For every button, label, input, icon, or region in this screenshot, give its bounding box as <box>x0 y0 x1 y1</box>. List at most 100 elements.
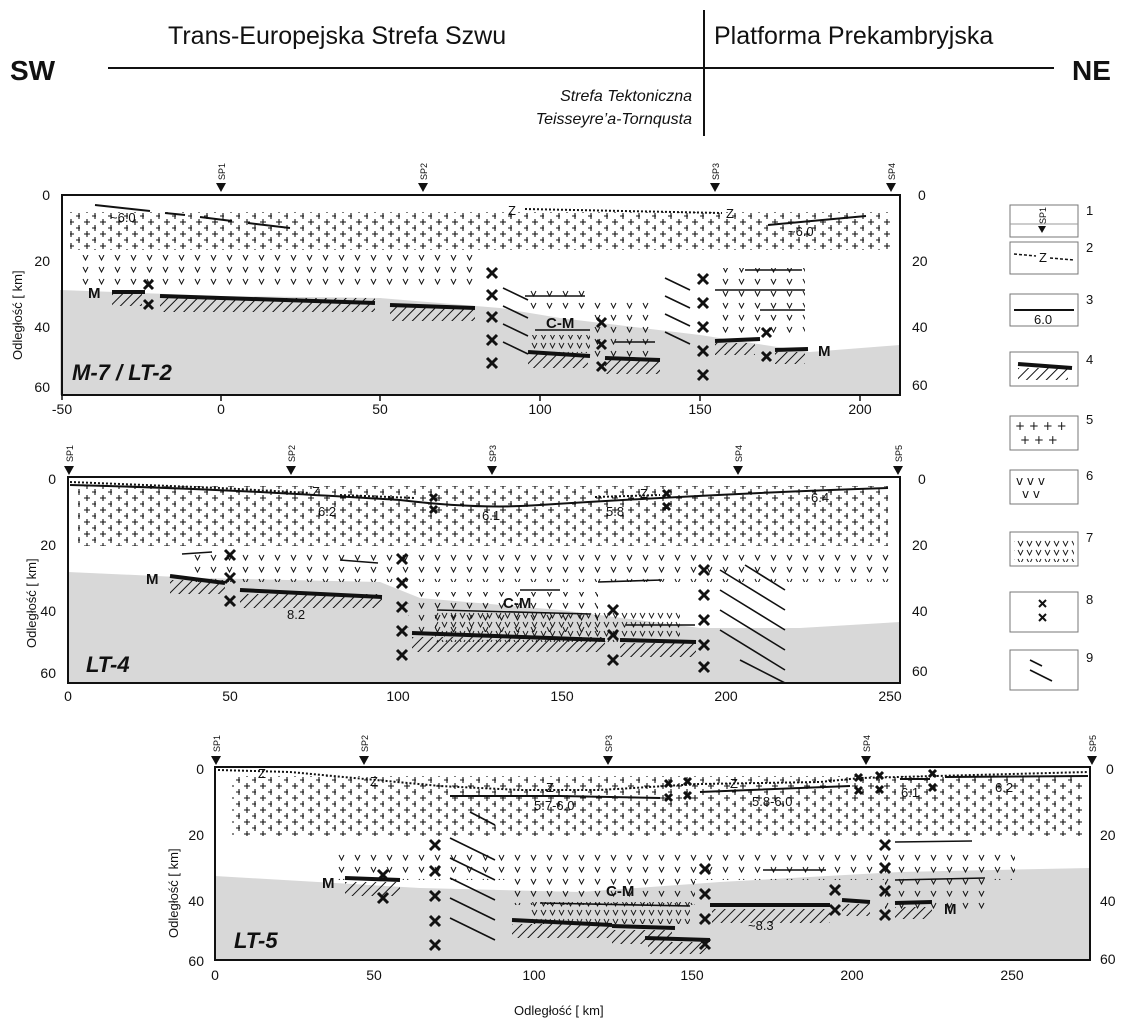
y-tick: 40 <box>188 893 204 909</box>
shot-points: SP1 SP2 SP3 SP4 SP5 <box>64 445 904 475</box>
svg-text:v v v: v v v <box>1016 474 1045 488</box>
x-tick: 200 <box>714 688 738 704</box>
y-tick: 20 <box>912 537 928 553</box>
x-markers <box>142 266 773 382</box>
upper-crust-pattern <box>70 212 890 250</box>
velocity-label: ~8.3 <box>748 918 774 933</box>
z-label: Z <box>726 206 734 221</box>
y-axis-label: Odległość [ km] <box>10 270 25 360</box>
legend-item-3: 6.0 3 <box>1009 292 1093 327</box>
z-reflector <box>69 481 416 499</box>
sp-label: SP4 <box>734 445 744 462</box>
moho-segments <box>169 574 697 657</box>
y-tick: 0 <box>918 471 926 487</box>
x-tick: 50 <box>372 401 388 417</box>
c-m-zone-pattern <box>530 902 690 924</box>
velocity-label: 6.4 <box>811 490 829 505</box>
y-axis-ticks: 0 20 40 60 0 20 40 60 <box>34 187 927 395</box>
sp-label: SP4 <box>887 163 897 180</box>
y-tick: 20 <box>1100 827 1116 843</box>
z-label: Z <box>258 766 266 781</box>
profile-lt4: SP1 SP2 SP3 SP4 SP5 0 50 100 150 200 250… <box>24 445 928 704</box>
y-tick: 40 <box>912 319 928 335</box>
tectonic-zone-line1: Strefa Tektoniczna <box>560 88 692 105</box>
x-tick: 200 <box>848 401 872 417</box>
legend-symbol: 6.0 <box>1034 312 1052 327</box>
moho-segments <box>344 876 933 954</box>
sp-label: SP5 <box>894 445 904 462</box>
x-tick: 150 <box>550 688 574 704</box>
moho-segments <box>112 290 809 374</box>
fault-lines <box>449 811 496 941</box>
frame <box>67 476 901 684</box>
x-tick: -50 <box>52 401 72 417</box>
legend-number: 9 <box>1086 650 1093 665</box>
x-tick: 100 <box>386 688 410 704</box>
legend-item-8: 8 <box>1009 591 1093 633</box>
velocity-label: 6.1 <box>482 508 500 523</box>
upper-crust-pattern <box>232 776 1082 836</box>
x-axis-ticks: -50 0 50 100 150 200 <box>52 401 872 417</box>
legend-number: 4 <box>1086 352 1093 367</box>
x-tick: 100 <box>522 967 546 983</box>
sw-label: SW <box>10 55 56 86</box>
fault-lines <box>502 277 691 355</box>
velocity-label: 6.2 <box>995 780 1013 795</box>
sp-label: SP1 <box>212 735 222 752</box>
sp-label: SP2 <box>287 445 297 462</box>
y-axis-label: Odległość [ km] <box>166 848 181 938</box>
sp-label: SP3 <box>604 735 614 752</box>
lower-crust-pattern <box>335 852 1015 880</box>
y-tick: 20 <box>34 253 50 269</box>
y-axis-ticks: 0 20 40 60 0 20 40 60 <box>188 761 1115 969</box>
c-m-label: C-M <box>606 883 634 900</box>
velocity-label: 6.1 <box>901 785 919 800</box>
x-tick: 0 <box>211 967 219 983</box>
y-tick: 0 <box>48 471 56 487</box>
legend-item-1: SP1 1 <box>1009 203 1093 238</box>
velocity-label: 5.8-6.0 <box>752 794 792 809</box>
moho-label: M <box>322 875 335 892</box>
legend-number: 2 <box>1086 240 1093 255</box>
sp-label: SP1 <box>217 163 227 180</box>
y-tick: 60 <box>40 665 56 681</box>
fault-lines <box>719 564 786 684</box>
frame <box>214 766 1091 961</box>
lower-crust-pattern <box>80 255 480 285</box>
shot-points: SP1 SP2 SP3 SP4 SP5 <box>211 735 1098 765</box>
x-markers <box>223 488 711 674</box>
zone-right-title: Platforma Prekambryjska <box>714 22 993 50</box>
svg-text:+ + +: + + + <box>1020 433 1058 447</box>
header: SW NE Trans-Europejska Strefa Szwu Platf… <box>10 10 1111 136</box>
sp-label: SP2 <box>419 163 429 180</box>
velocity-label: 5.8 <box>606 504 624 519</box>
y-tick: 0 <box>42 187 50 203</box>
mantle-fill <box>60 290 900 395</box>
x-markers <box>376 768 938 952</box>
y-tick: 20 <box>912 253 928 269</box>
moho-label: M <box>146 571 159 588</box>
y-tick: 0 <box>196 761 204 777</box>
x-axis-ticks: 0 50 100 150 200 250 <box>211 967 1024 983</box>
y-axis-ticks: 0 20 40 60 0 20 40 60 <box>40 471 927 681</box>
x-tick: 200 <box>840 967 864 983</box>
legend-number: 7 <box>1086 530 1093 545</box>
legend-number: 1 <box>1086 203 1093 218</box>
x-marker-icon <box>1038 599 1047 622</box>
legend-item-4: 4 <box>1009 351 1093 387</box>
shot-points: SP1 SP2 SP3 SP4 <box>216 163 897 192</box>
c-m-label: C-M <box>546 315 574 332</box>
velocity-label: 8.2 <box>287 607 305 622</box>
x-tick: 150 <box>688 401 712 417</box>
x-tick: 150 <box>680 967 704 983</box>
ne-label: NE <box>1072 55 1111 86</box>
z-label: Z <box>312 484 320 499</box>
moho-hatch-icon <box>1018 368 1068 380</box>
y-tick: 60 <box>34 379 50 395</box>
z-label: Z <box>640 486 648 501</box>
sp-label: SP4 <box>862 735 872 752</box>
y-tick: 40 <box>1100 893 1116 909</box>
legend-symbol: Z <box>1039 250 1047 265</box>
moho-label: M <box>818 343 831 360</box>
z-reflector <box>524 208 723 214</box>
